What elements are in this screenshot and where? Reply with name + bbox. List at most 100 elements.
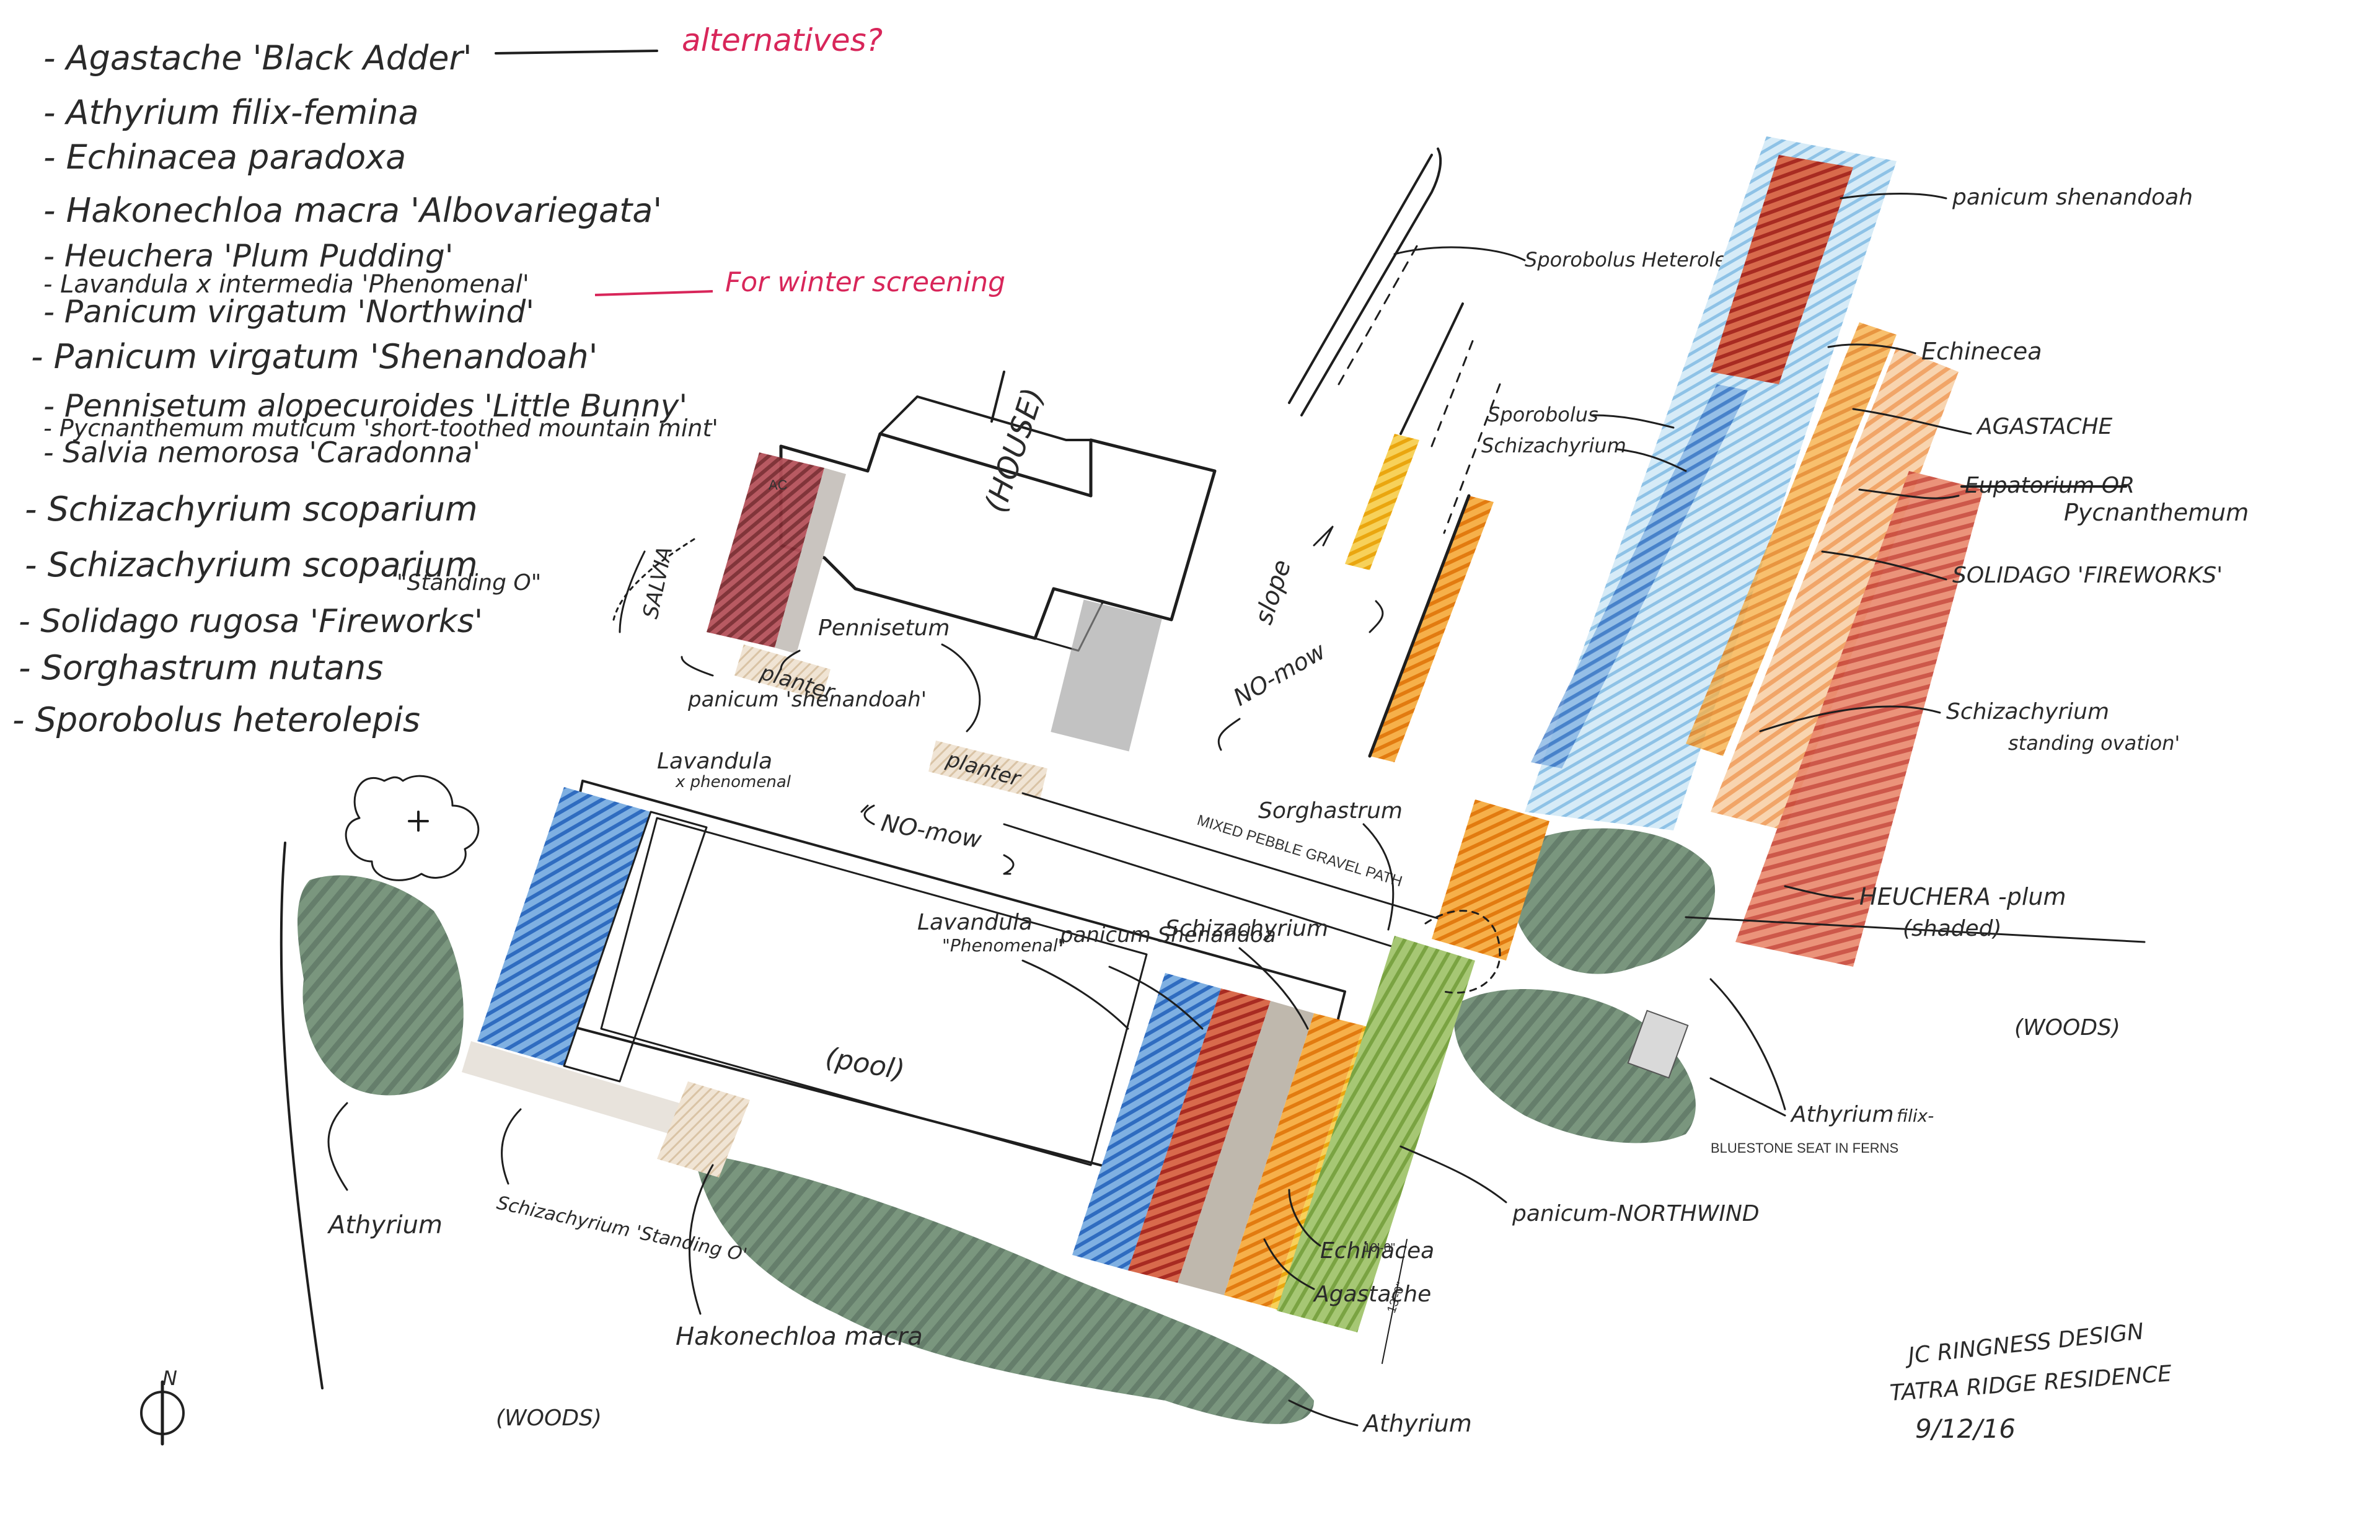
plant-list-item: - Echinacea paradoxa: [43, 138, 406, 177]
athyrium-bottom-label: Athyrium: [1362, 1410, 1472, 1437]
plant-list-item: - Schizachyrium scoparium: [25, 490, 478, 529]
athyrium-right-label: Athyrium: [1790, 1102, 1894, 1127]
salvia-bed: [707, 452, 824, 648]
bluestone-seat-label: BLUESTONE SEAT IN FERNS: [1711, 1140, 1898, 1156]
plant-list-item: - Pycnanthemum muticum 'short-toothed mo…: [43, 415, 718, 442]
plant-list-item: - Salvia nemorosa 'Caradonna': [43, 436, 480, 469]
bluestone-seat: [1627, 1010, 1689, 1079]
plant-list-item: - Lavandula x intermedia 'Phenomenal': [43, 270, 529, 299]
athyrium-fern-masses: [298, 828, 1716, 1424]
diagonal-meadow-bed: [1525, 136, 2146, 1079]
pool-label: (pool): [823, 1042, 907, 1087]
north-arrow-label: N: [162, 1366, 177, 1390]
plant-list-item: "Standing O": [397, 570, 541, 596]
plant-list-item: - Panicum virgatum 'Shenandoah': [31, 337, 598, 376]
woods-right-label: (WOODS): [2014, 1015, 2120, 1041]
agastache-band: [1686, 322, 1897, 756]
panicum-shenandoah-bed-pool: [1128, 988, 1271, 1283]
lavandula-bed-left: [477, 787, 651, 1066]
sporobolus-band: [1531, 384, 1748, 768]
pool-area: (pool) Lavandula x phenomenal MIXED PEBB…: [462, 749, 1760, 1364]
right-bed-labels: panicum shenandoah Echinecea AGASTACHE E…: [1481, 185, 2249, 1156]
salvia-label: SALVIA: [638, 544, 678, 621]
pennisetum-label: Pennisetum: [818, 615, 950, 641]
echinacea-pool-label: Echinacea: [1320, 1238, 1434, 1264]
firm-name: JC RINGNESS DESIGN: [1903, 1319, 2145, 1369]
fern-mass-right: [1510, 828, 1716, 974]
panicum-shenandoah-pool-label: panicum Shenandoa: [1059, 923, 1276, 948]
plant-list: - Agastache 'Black Adder' - Athyrium fil…: [12, 22, 1005, 739]
plant-list-item: - Panicum virgatum 'Northwind': [43, 294, 534, 330]
hakonechloa-bed: [657, 1081, 750, 1177]
no-mow-left-label: NO-mow: [879, 809, 984, 854]
plant-list-item: - Pennisetum alopecuroides 'Little Bunny…: [43, 388, 687, 424]
schizachyrium-slope-strip: [1370, 496, 1494, 762]
planters: planter planter Pennisetum panicum 'shen…: [681, 615, 1047, 799]
project-name: TATRA RIDGE RESIDENCE: [1889, 1361, 2173, 1406]
lavandula-right-label: Lavandula: [917, 910, 1033, 935]
panicum-northwind-bed: [1277, 936, 1475, 1332]
plant-list-item: - Heuchera 'Plum Pudding': [43, 238, 453, 274]
fern-mass-bottom: [694, 1153, 1314, 1424]
fern-mass-seat: [1454, 989, 1696, 1143]
heuchera-sublabel: (shaded): [1903, 916, 2002, 941]
tree-sketch: [345, 775, 480, 881]
plant-list-item: - Sporobolus heterolepis: [12, 700, 420, 739]
plant-list-item: - Hakonechloa macra 'Albovariegata': [43, 191, 662, 230]
lavandula-left-label: Lavandula: [657, 749, 772, 774]
schizachyrium-bed-pool: [1178, 1001, 1314, 1295]
pool: [600, 817, 1148, 1166]
echinacea-right-label: Echinecea: [1921, 338, 2042, 365]
lavandula-bed-left-edge: [563, 811, 708, 1083]
no-mow-center-label: NO-mow: [1229, 637, 1331, 711]
sporobolus-slope-strip: [1345, 434, 1419, 570]
heuchera-band: [1735, 471, 1983, 967]
house-bed: AC SALVIA: [612, 452, 846, 654]
hakonechloa-label: Hakonechloa macra: [676, 1322, 923, 1351]
woods-bottom-label: (WOODS): [496, 1406, 602, 1431]
athyrium-left-label: Athyrium: [327, 1211, 443, 1239]
schizachyrium-standing-bed: [462, 1041, 700, 1140]
panicum-house-bed: [775, 468, 846, 654]
planter-2: [928, 741, 1047, 799]
ac-label: AC: [769, 477, 788, 493]
house-label: (HOUSE): [978, 384, 1051, 516]
panicum-shenandoah-right-label: panicum shenandoah: [1952, 185, 2193, 210]
athyrium-right-sublabel: filix-: [1897, 1106, 1934, 1126]
schizachyrium-ovation-sublabel: standing ovation': [2008, 731, 2180, 755]
alternatives-note: alternatives?: [682, 22, 883, 58]
plant-list-item: - Solidago rugosa 'Fireworks': [19, 603, 483, 640]
panicum-northwind-label: panicum-NORTHWIND: [1512, 1201, 1760, 1226]
plant-list-item: - Agastache 'Black Adder': [43, 38, 472, 77]
sorghastrum-bed: [1432, 799, 1549, 961]
pycnanthemum-label: Pycnanthemum: [2064, 499, 2249, 526]
sporobolus-label: Sporobolus: [1488, 403, 1598, 426]
schizachyrium-right-label: Schizachyrium: [1481, 434, 1626, 457]
fern-mass-left: [298, 875, 464, 1096]
winter-screening-note: For winter screening: [725, 266, 1005, 298]
panicum-shenandoah-bed-right: [1711, 155, 1853, 384]
solidago-label: SOLIDAGO 'FIREWORKS': [1952, 563, 2223, 588]
sorghastrum-label: Sorghastrum: [1258, 798, 1403, 824]
lavandula-bed-right: [1072, 973, 1221, 1270]
lavandula-left-sublabel: x phenomenal: [675, 773, 791, 791]
lavandula-right-sublabel: "Phenomenal": [942, 935, 1066, 956]
heuchera-label: HEUCHERA -plum: [1859, 883, 2066, 910]
panicum-shenandoah-house-label: panicum 'shenandoah': [687, 687, 927, 712]
solidago-band: [1711, 347, 1959, 830]
schizachyrium-ovation-label: Schizachyrium: [1946, 699, 2109, 724]
planter-1: [734, 645, 831, 700]
dimension-10ft: 10'-0": [1364, 1241, 1395, 1255]
plant-list-item: - Schizachyrium scoparium: [25, 545, 478, 584]
agastache-pool-label: Agastache: [1313, 1282, 1431, 1307]
schizachyrium-pool-label: Schizachyrium: [1165, 916, 1328, 941]
agastache-right-label: AGASTACHE: [1976, 414, 2113, 439]
house-stair-shading: [1051, 599, 1162, 752]
plant-list-item: - Sorghastrum nutans: [19, 648, 383, 687]
slope-label: slope: [1250, 557, 1297, 628]
echinacea-bed-pool: [1224, 1013, 1364, 1308]
plant-list-item: - Athyrium filix-femina: [43, 93, 419, 132]
north-arrow: N: [140, 1366, 185, 1446]
title-block: JC RINGNESS DESIGN TATRA RIDGE RESIDENCE…: [1889, 1319, 2173, 1444]
